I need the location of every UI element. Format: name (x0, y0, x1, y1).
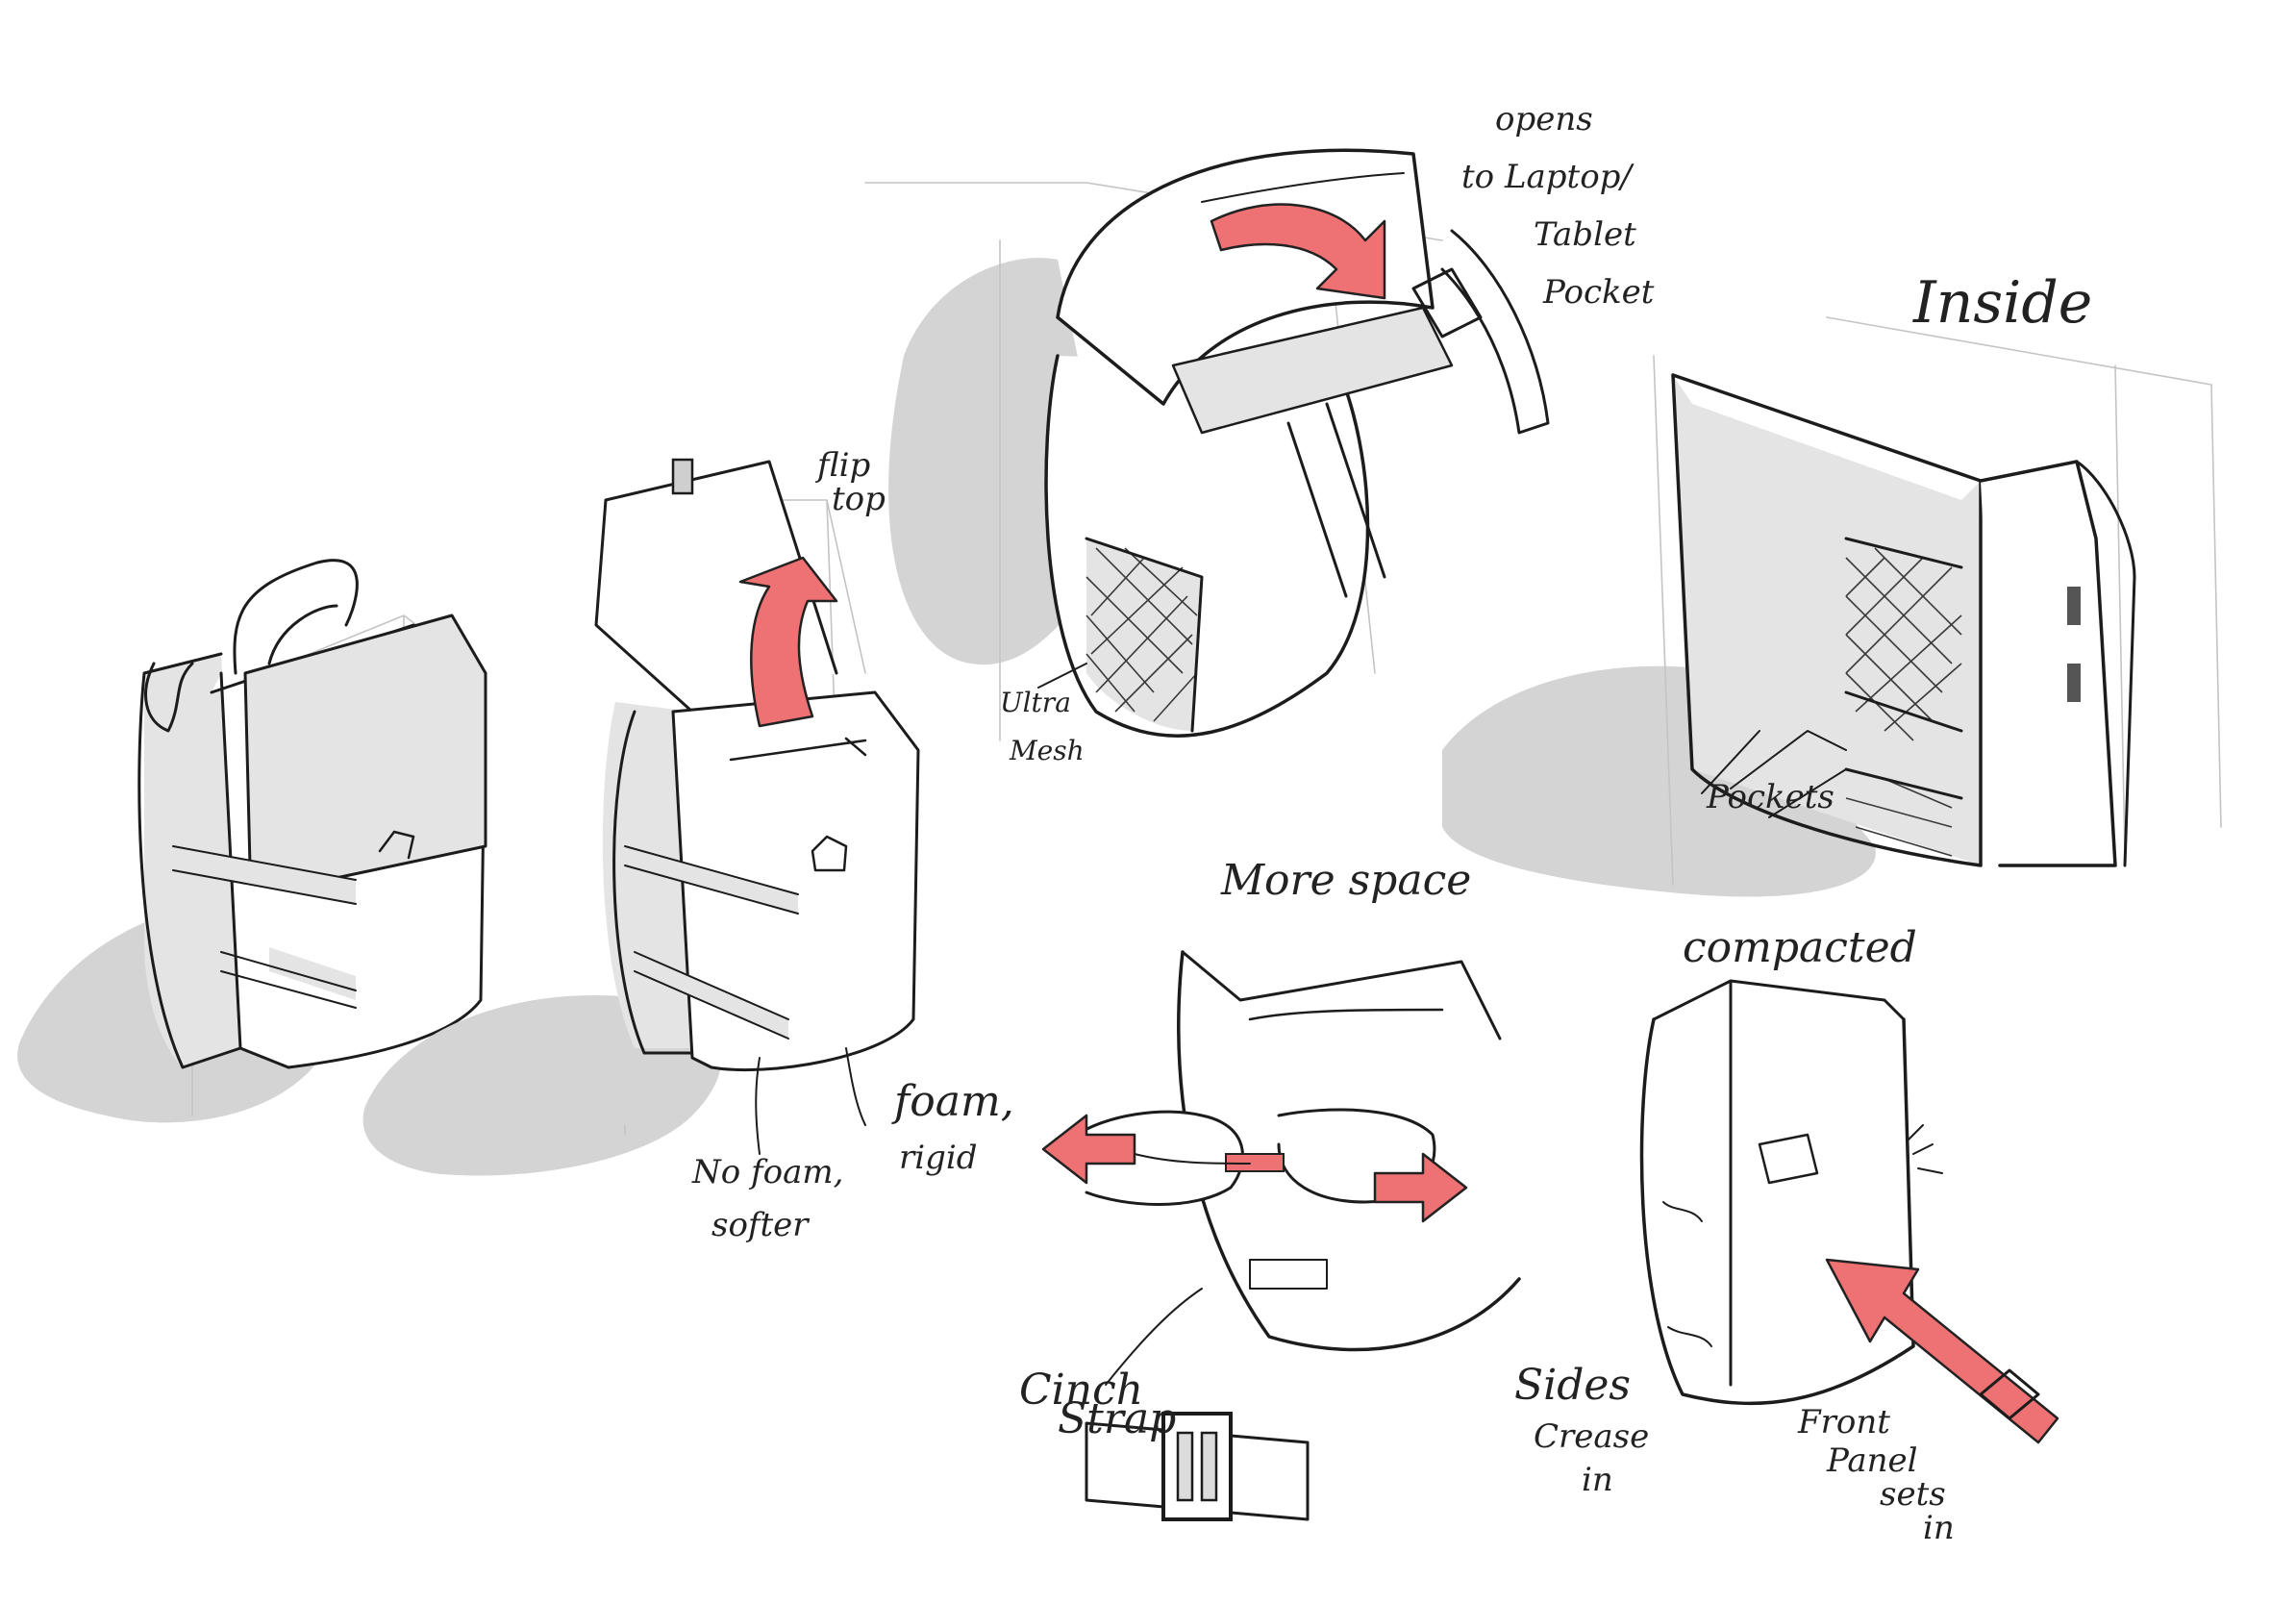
push-arrow-icon (1825, 1258, 2059, 1444)
note-sides-2: Crease (1534, 1417, 1649, 1456)
note-opens-1: opens (1495, 100, 1593, 138)
note-ultra-mesh-1: Ultra (1000, 687, 1071, 718)
note-foam-2: rigid (899, 1139, 978, 1177)
note-foam-1: foam, (891, 1077, 1014, 1126)
note-inside: Inside (1912, 269, 2092, 337)
note-cinch-2: Strap (1058, 1394, 1176, 1443)
compacted-sketch (1639, 979, 2059, 1444)
backpack-laptop-open (864, 148, 1550, 741)
note-opens-3: Tablet (1534, 215, 1636, 254)
mesh-pocket-icon (1086, 547, 1198, 722)
note-front-4: in (1923, 1509, 1955, 1547)
open-arrow-icon (1210, 203, 1386, 300)
zip-pull-icon (2067, 664, 2081, 702)
note-cinch-1: Cinch (1019, 1366, 1143, 1415)
note-compacted: compacted (1683, 923, 1917, 972)
note-no-foam-2: softer (711, 1206, 810, 1244)
zip-pull-icon (2067, 587, 2081, 625)
note-more-space: More space (1220, 856, 1471, 905)
buckle-icon (1161, 1412, 1233, 1521)
note-front-2: Panel (1826, 1441, 1918, 1480)
backpack-closed (17, 559, 487, 1123)
inside-mesh-pocket-icon (1845, 547, 1962, 857)
note-flip-top-1: flip (814, 446, 870, 485)
backpack-flip-top (362, 458, 920, 1176)
note-sides-3: in (1582, 1461, 1613, 1499)
backpack-inside (1442, 316, 2222, 897)
note-opens-2: to Laptop/ (1461, 158, 1635, 196)
cinch-strap-sketch (1041, 950, 1525, 1521)
note-front-1: Front (1797, 1403, 1890, 1441)
flip-arrow-icon (738, 556, 838, 728)
note-ultra-mesh-2: Mesh (1009, 735, 1085, 766)
note-opens-4: Pocket (1542, 273, 1655, 312)
note-pockets: Pockets (1706, 778, 1834, 816)
pull-left-arrow-icon (1041, 1114, 1136, 1185)
pull-right-arrow-icon (1373, 1152, 1468, 1223)
annotations: flip top foam, rigid No foam, softer ope… (691, 100, 2092, 1547)
note-sides-1: Sides (1514, 1361, 1631, 1410)
note-no-foam-1: No foam, (691, 1153, 843, 1191)
note-front-3: sets (1880, 1475, 1946, 1514)
note-flip-top-2: top (832, 480, 886, 518)
lid-tab-icon (671, 458, 694, 495)
